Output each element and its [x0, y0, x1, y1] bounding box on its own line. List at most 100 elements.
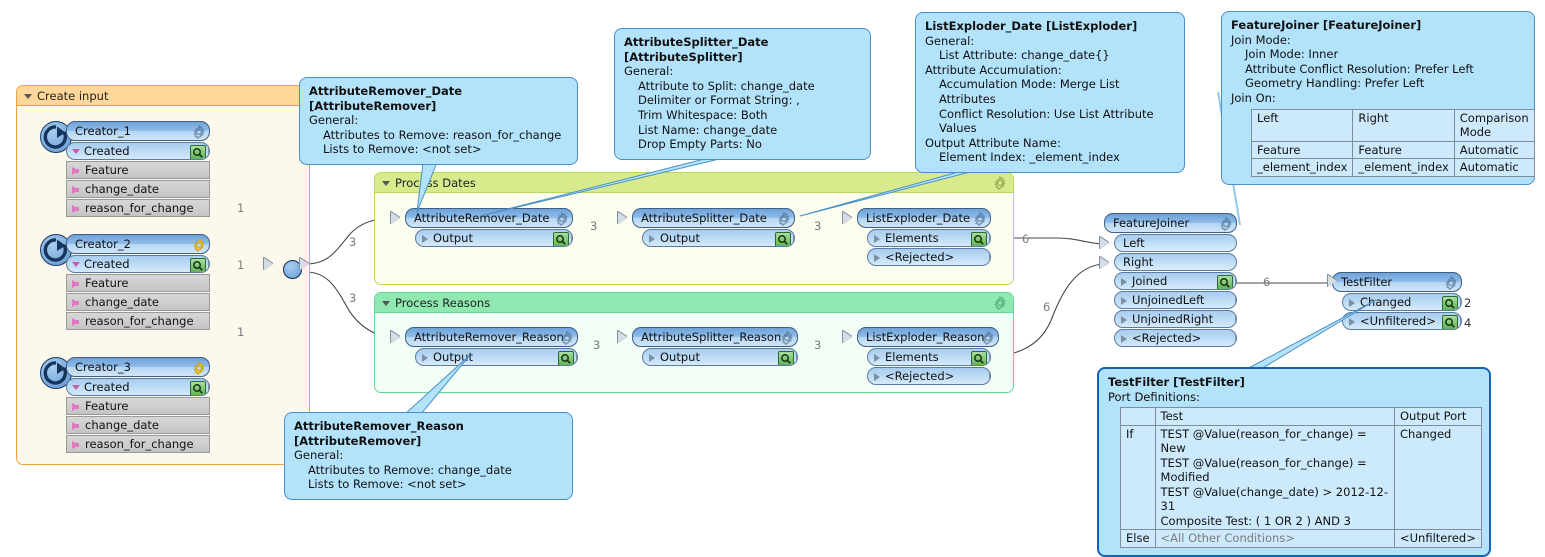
node-attribute-splitter-reason[interactable]: AttributeSplitter_Reason Output	[632, 327, 798, 366]
callout-attribute-remover-reason[interactable]: AttributeRemover_Reason [AttributeRemove…	[284, 412, 573, 500]
node-port-unjoined-right[interactable]: UnjoinedRight	[1114, 310, 1237, 328]
node-title-creator-3[interactable]: Creator_3	[66, 357, 210, 377]
gear-icon[interactable]	[1219, 215, 1233, 231]
inspect-icon[interactable]	[190, 381, 206, 395]
inspect-icon[interactable]	[971, 232, 987, 246]
feature-count-unfiltered: 4	[1464, 316, 1472, 330]
table-row-else: Else <All Other Conditions> <Unfiltered>	[1120, 529, 1482, 548]
bookmark-header-process-dates[interactable]: Process Dates	[375, 173, 1013, 193]
collapse-triangle-icon[interactable]	[382, 301, 390, 306]
bookmark-process-dates[interactable]: Process Dates	[374, 172, 1014, 285]
node-list-exploder-date[interactable]: ListExploder_Date Elements <Rejected>	[857, 208, 991, 266]
node-feature-joiner[interactable]: FeatureJoiner Left Right Joined Unjoined…	[1104, 213, 1237, 347]
link-count-creator-3: 1	[237, 325, 245, 339]
gear-icon[interactable]	[981, 329, 995, 345]
gear-icon[interactable]	[993, 294, 1007, 311]
inspect-icon[interactable]	[1442, 296, 1458, 310]
gear-icon[interactable]	[560, 329, 574, 345]
gear-icon[interactable]	[973, 210, 987, 226]
node-port-unjoined-left[interactable]: UnjoinedLeft	[1114, 291, 1237, 309]
table-cell: Automatic	[1453, 158, 1535, 177]
node-port-output[interactable]: Output	[642, 229, 795, 247]
attribute-row: Feature	[66, 397, 210, 415]
node-port-created-1[interactable]: Created	[66, 142, 210, 160]
inspect-icon[interactable]	[1442, 315, 1458, 329]
node-title-creator-1[interactable]: Creator_1	[66, 121, 210, 141]
node-port-created-3[interactable]: Created	[66, 378, 210, 396]
collapse-triangle-icon[interactable]	[24, 94, 32, 99]
node-title[interactable]: ListExploder_Reason	[857, 327, 999, 347]
attribute-row: Feature	[66, 161, 210, 179]
node-test-filter[interactable]: TestFilter Changed <Unfiltered>	[1332, 272, 1462, 330]
expand-triangle-icon[interactable]	[72, 262, 80, 267]
test-line: TEST @Value(reason_for_change) = Modifie…	[1160, 455, 1367, 485]
callout-line: Lists to Remove: <not set>	[323, 142, 482, 157]
port-triangle-icon	[422, 354, 428, 362]
callout-line: Attributes to Remove: change_date	[308, 462, 512, 477]
node-port-elements[interactable]: Elements	[867, 348, 991, 366]
table-cell: Feature	[1250, 140, 1354, 160]
node-port-created-2[interactable]: Created	[66, 255, 210, 273]
node-port-rejected[interactable]: <Rejected>	[867, 367, 991, 385]
collapse-triangle-icon[interactable]	[382, 181, 390, 186]
gear-icon[interactable]	[555, 210, 569, 226]
node-attribute-remover-reason[interactable]: AttributeRemover_Reason Output	[405, 327, 578, 366]
link-count-split-reason: 3	[814, 338, 822, 352]
node-list-exploder-reason[interactable]: ListExploder_Reason Elements <Rejected>	[857, 327, 999, 385]
node-creator-3[interactable]: Creator_3 Created Feature change_date re…	[40, 357, 210, 453]
node-title[interactable]: AttributeSplitter_Reason	[632, 327, 798, 347]
bookmark-header-process-reasons[interactable]: Process Reasons	[375, 293, 1013, 313]
node-port-joined[interactable]: Joined	[1114, 272, 1237, 290]
callout-title: TestFilter [TestFilter]	[1108, 375, 1245, 389]
node-title[interactable]: ListExploder_Date	[857, 208, 991, 228]
expand-triangle-icon[interactable]	[72, 149, 80, 154]
node-port-unfiltered[interactable]: <Unfiltered>	[1342, 312, 1462, 330]
callout-line: Drop Empty Parts: No	[638, 137, 762, 152]
gear-icon[interactable]	[780, 329, 794, 345]
gear-icon[interactable]	[1444, 274, 1458, 290]
feature-count-changed: 2	[1464, 296, 1472, 310]
gear-icon[interactable]	[993, 174, 1007, 191]
node-port-output[interactable]: Output	[415, 229, 573, 247]
node-creator-1[interactable]: Creator_1 Created Feature change_date re…	[40, 121, 210, 217]
node-title-creator-2[interactable]: Creator_2	[66, 234, 210, 254]
node-port-left[interactable]: Left	[1114, 234, 1237, 252]
inspect-icon[interactable]	[971, 351, 987, 365]
node-attribute-remover-date[interactable]: AttributeRemover_Date Output	[405, 208, 573, 247]
callout-attribute-remover-date[interactable]: AttributeRemover_Date [AttributeRemover]…	[299, 77, 578, 165]
node-creator-2[interactable]: Creator_2 Created Feature change_date re…	[40, 234, 210, 330]
node-port-output[interactable]: Output	[642, 348, 798, 366]
callout-line: Join Mode:	[1231, 32, 1291, 47]
node-port-changed[interactable]: Changed	[1342, 293, 1462, 311]
callout-feature-joiner[interactable]: FeatureJoiner [FeatureJoiner] Join Mode:…	[1221, 11, 1535, 185]
inspect-icon[interactable]	[775, 232, 791, 246]
inspect-icon[interactable]	[190, 258, 206, 272]
gear-icon[interactable]	[192, 123, 206, 139]
table-header-cell: Comparison Mode	[1453, 108, 1535, 142]
node-title[interactable]: AttributeSplitter_Date	[632, 208, 795, 228]
node-title[interactable]: FeatureJoiner	[1104, 213, 1237, 233]
expand-triangle-icon[interactable]	[72, 385, 80, 390]
gear-icon[interactable]	[777, 210, 791, 226]
node-title[interactable]: TestFilter	[1332, 272, 1462, 292]
callout-attribute-splitter-date[interactable]: AttributeSplitter_Date [AttributeSplitte…	[614, 28, 871, 160]
inspect-icon[interactable]	[1217, 275, 1233, 289]
inspect-icon[interactable]	[558, 351, 574, 365]
node-title[interactable]: AttributeRemover_Date	[405, 208, 573, 228]
callout-test-filter[interactable]: TestFilter [TestFilter] Port Definitions…	[1097, 367, 1491, 557]
node-port-right[interactable]: Right	[1114, 253, 1237, 271]
node-attribute-splitter-date[interactable]: AttributeSplitter_Date Output	[632, 208, 795, 247]
inspect-icon[interactable]	[778, 351, 794, 365]
gear-icon[interactable]	[192, 237, 206, 252]
node-port-output[interactable]: Output	[415, 348, 578, 366]
node-port-rejected[interactable]: <Rejected>	[867, 248, 991, 266]
bookmark-header-create-input[interactable]: Create input	[17, 86, 309, 106]
inspect-icon[interactable]	[190, 145, 206, 159]
node-title[interactable]: AttributeRemover_Reason	[405, 327, 578, 347]
callout-list-exploder-date[interactable]: ListExploder_Date [ListExploder] General…	[915, 12, 1185, 173]
gear-icon[interactable]	[192, 360, 206, 375]
node-port-elements[interactable]: Elements	[867, 229, 991, 247]
inspect-icon[interactable]	[553, 232, 569, 246]
bookmark-title: Process Dates	[395, 176, 476, 190]
node-port-rejected[interactable]: <Rejected>	[1114, 329, 1237, 347]
